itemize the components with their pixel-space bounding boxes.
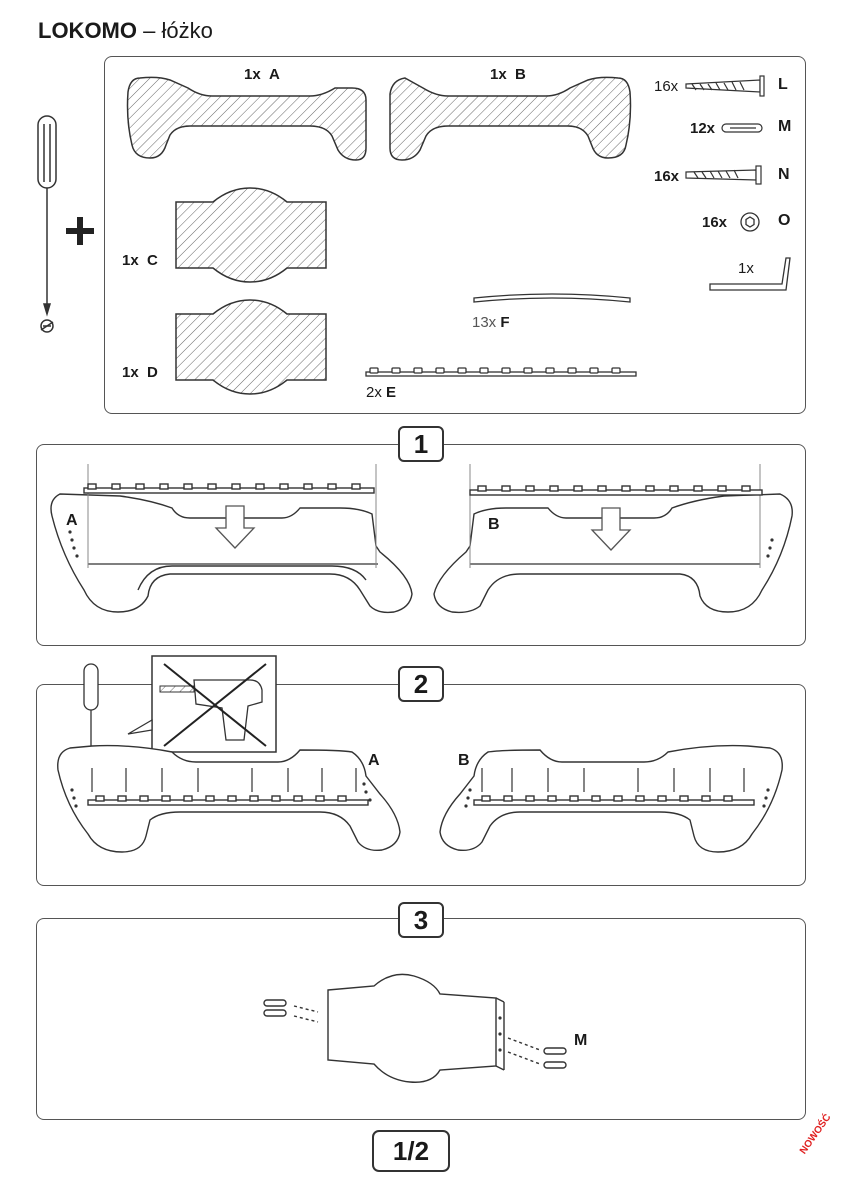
brand-name: LOKOMO <box>38 18 137 43</box>
part-n-letter: N <box>778 166 790 183</box>
step-1-right-drawing <box>433 464 793 614</box>
title-subtitle: łóżko <box>161 18 213 43</box>
part-e-drawing <box>365 367 637 377</box>
step-1-left-drawing <box>50 464 413 614</box>
cap-o-icon <box>740 212 760 232</box>
screw-n-icon <box>685 165 762 185</box>
hex-key-icon <box>709 257 791 291</box>
part-d-drawing <box>175 299 327 395</box>
page-number: 1/2 <box>372 1130 450 1172</box>
step-3-number: 3 <box>398 902 444 938</box>
step-2-right-drawing <box>439 744 783 853</box>
dowel-m-icon <box>721 123 763 133</box>
screwdriver-icon <box>37 115 57 333</box>
step-2-left-drawing <box>57 744 401 853</box>
part-a-label: 1x A <box>244 66 280 83</box>
part-d-label: 1x D <box>122 364 158 381</box>
step-2-label-a: A <box>368 752 380 769</box>
part-b-label: 1x B <box>490 66 526 83</box>
part-m-qty: 12x <box>690 120 716 137</box>
no-drill-icon <box>127 655 277 753</box>
part-m-letter: M <box>778 118 792 135</box>
part-c-drawing <box>175 187 327 283</box>
part-f-label: 13x F <box>472 314 510 331</box>
plus-icon <box>66 217 94 245</box>
arrow-down-icon <box>214 505 256 549</box>
hex-key-qty: 1x <box>738 260 754 277</box>
part-e-label: 2x E <box>366 384 397 401</box>
step-3-drawing <box>263 973 567 1083</box>
step-1-label-a: A <box>66 512 78 529</box>
step-3-panel <box>36 918 806 1120</box>
step-1-number: 1 <box>398 426 444 462</box>
part-o-letter: O <box>778 212 791 229</box>
dowel-left-pair <box>263 999 319 1023</box>
step-2-label-b: B <box>458 752 470 769</box>
part-l-letter: L <box>778 76 788 93</box>
part-l-qty: 16x <box>654 78 679 95</box>
step-2-number: 2 <box>398 666 444 702</box>
title-dash: – <box>137 18 162 43</box>
dowel-right-pair <box>507 1037 567 1069</box>
part-c-label: 1x C <box>122 252 158 269</box>
step-3-label-m: M <box>574 1032 588 1049</box>
part-f-drawing <box>473 293 631 303</box>
page-title: LOKOMO – łóżko <box>38 18 213 44</box>
part-b-drawing <box>389 76 632 161</box>
part-o-qty: 16x <box>702 214 728 231</box>
step-1-label-b: B <box>488 516 500 533</box>
screw-l-icon <box>685 75 765 97</box>
part-n-qty: 16x <box>654 168 680 185</box>
part-a-drawing <box>126 76 367 161</box>
